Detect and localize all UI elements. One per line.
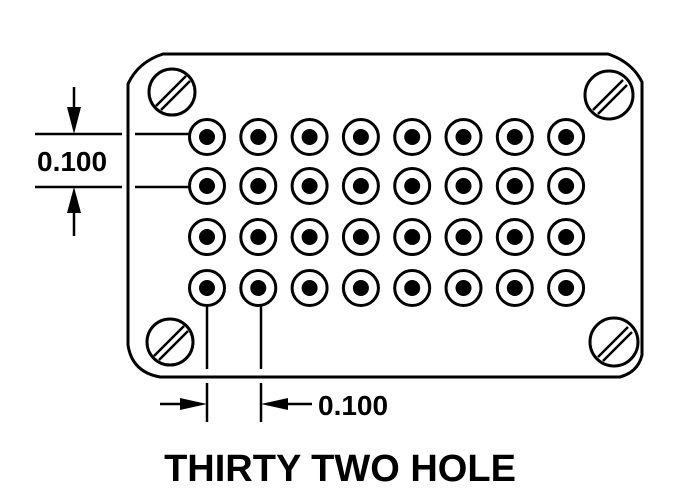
hole-icon <box>393 218 432 256</box>
horizontal-pitch-label: 0.100 <box>318 390 388 421</box>
hole-icon <box>341 167 380 205</box>
hole-icon <box>290 167 329 205</box>
arrow-left-icon <box>261 398 288 410</box>
hole-icon <box>495 218 534 256</box>
horizontal-dimension: 0.100 <box>160 305 388 422</box>
hole-icon <box>188 118 226 156</box>
arrow-up-icon <box>67 187 81 213</box>
screw-icon-bottom-right <box>588 316 640 368</box>
vertical-dimension: 0.100 <box>35 87 190 236</box>
hole-icon <box>444 167 483 205</box>
arrow-down-icon <box>67 107 81 134</box>
hole-icon <box>188 218 226 256</box>
screw-icon-bottom-left <box>145 317 195 367</box>
arrow-right-icon <box>180 398 207 410</box>
hole-icon <box>393 269 432 307</box>
hole-icon <box>239 269 278 307</box>
hole-icon <box>290 269 329 307</box>
hole-icon <box>341 218 380 256</box>
hole-icon <box>495 167 534 205</box>
hole-icon <box>547 218 586 256</box>
hole-grid <box>188 118 586 307</box>
hole-icon <box>341 118 380 156</box>
hole-icon <box>188 269 226 307</box>
vertical-pitch-label: 0.100 <box>37 146 107 177</box>
hole-icon <box>393 118 432 156</box>
hole-icon <box>239 218 278 256</box>
hole-icon <box>444 118 483 156</box>
screw-icon-top-right <box>583 69 635 121</box>
hole-icon <box>290 118 329 156</box>
hole-icon <box>444 269 483 307</box>
hole-icon <box>393 167 432 205</box>
hole-icon <box>444 218 483 256</box>
hole-icon <box>547 118 586 156</box>
diagram-title: THIRTY TWO HOLE <box>164 448 516 488</box>
hole-icon <box>341 269 380 307</box>
hole-icon <box>547 269 586 307</box>
hole-icon <box>290 218 329 256</box>
hole-icon <box>495 118 534 156</box>
connector-body <box>126 52 644 379</box>
screw-icon-top-left <box>147 67 197 117</box>
hole-icon <box>495 269 534 307</box>
hole-icon <box>239 167 278 205</box>
hole-icon <box>188 167 226 205</box>
hole-icon <box>547 167 586 205</box>
hole-icon <box>239 118 278 156</box>
